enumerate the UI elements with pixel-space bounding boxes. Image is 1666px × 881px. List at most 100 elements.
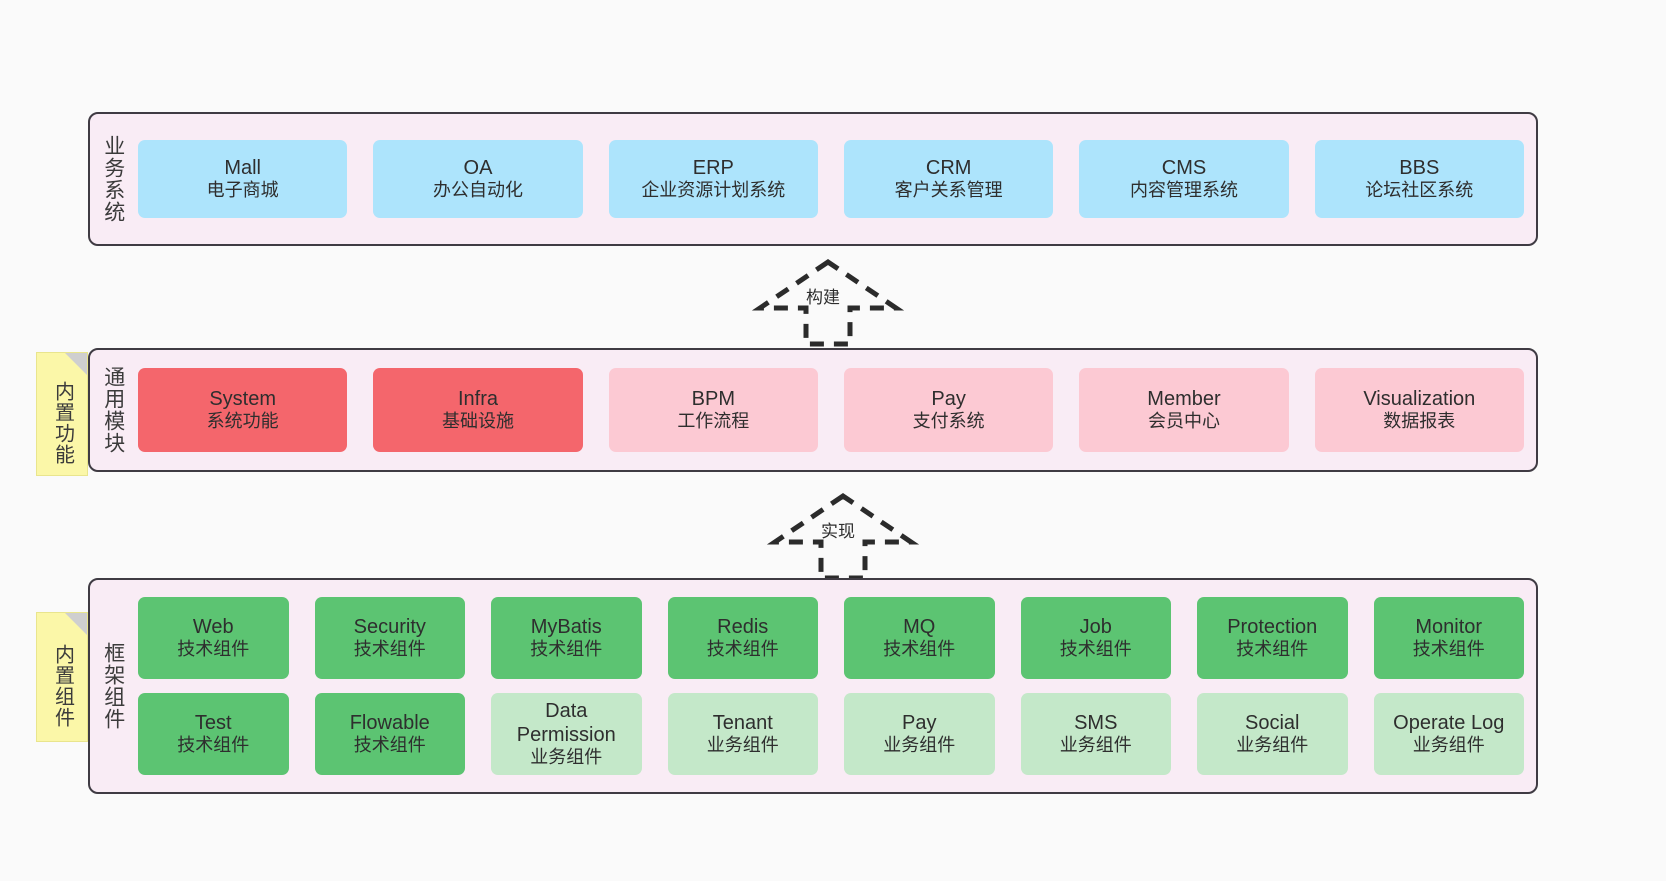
card-mybatis[interactable]: MyBatis 技术组件 [491, 597, 642, 679]
card-sms-name: SMS [1074, 711, 1118, 734]
card-social[interactable]: Social 业务组件 [1197, 693, 1348, 775]
card-member-name: Member [1147, 387, 1221, 410]
card-sms[interactable]: SMS 业务组件 [1020, 693, 1171, 775]
card-protection[interactable]: Protection 技术组件 [1197, 597, 1348, 679]
card-pay-module[interactable]: Pay 支付系统 [843, 368, 1054, 452]
layer-business-systems-body: Mall 电子商城 OA 办公自动化 ERP 企业资源计划系统 CRM 客户关系… [136, 114, 1536, 244]
card-tenant[interactable]: Tenant 业务组件 [667, 693, 818, 775]
card-data-permission-desc: 业务组件 [530, 747, 603, 768]
card-test[interactable]: Test 技术组件 [138, 693, 289, 775]
card-security[interactable]: Security 技术组件 [314, 597, 465, 679]
card-erp-name: ERP [692, 156, 734, 179]
card-infra[interactable]: Infra 基础设施 [373, 368, 583, 452]
card-flowable-desc: 技术组件 [353, 735, 426, 756]
card-job-desc: 技术组件 [1059, 639, 1132, 660]
card-visualization-desc: 数据报表 [1383, 411, 1456, 432]
card-crm-desc: 客户关系管理 [894, 180, 1003, 201]
card-crm[interactable]: CRM 客户关系管理 [843, 140, 1054, 218]
connector-build: 构建 [751, 258, 905, 347]
card-visualization[interactable]: Visualization 数据报表 [1314, 368, 1524, 452]
card-redis[interactable]: Redis 技术组件 [667, 597, 818, 679]
card-mq-name: MQ [903, 615, 936, 638]
card-social-name: Social [1245, 711, 1300, 734]
card-tenant-desc: 业务组件 [706, 735, 779, 756]
connector-implement: 实现 [766, 492, 920, 581]
card-security-name: Security [353, 615, 426, 638]
card-monitor-name: Monitor [1415, 615, 1483, 638]
card-tenant-name: Tenant [712, 711, 773, 734]
layer-framework-business-row: Test 技术组件 Flowable 技术组件 Data Permission … [138, 693, 1524, 775]
note-builtin-component: 内置组件 [36, 612, 88, 742]
card-operate-log-desc: 业务组件 [1412, 735, 1485, 756]
card-pay-component-desc: 业务组件 [883, 735, 956, 756]
card-web[interactable]: Web 技术组件 [138, 597, 289, 679]
card-security-desc: 技术组件 [353, 639, 426, 660]
card-cms-name: CMS [1161, 156, 1207, 179]
layer-common-modules-row: System 系统功能 Infra 基础设施 BPM 工作流程 Pay 支付系统… [138, 368, 1524, 452]
note-builtin-feature-label: 内置功能 [51, 381, 74, 465]
card-redis-desc: 技术组件 [706, 639, 779, 660]
card-monitor-desc: 技术组件 [1412, 639, 1485, 660]
note-builtin-component-label: 内置组件 [51, 644, 74, 728]
card-mq-desc: 技术组件 [883, 639, 956, 660]
card-system-name: System [209, 387, 276, 410]
card-infra-name: Infra [457, 387, 498, 410]
layer-framework-tech-row: Web 技术组件 Security 技术组件 MyBatis 技术组件 Redi… [138, 597, 1524, 679]
layer-business-systems-title: 业务系统 [101, 135, 125, 223]
layer-common-modules-title: 通用模块 [101, 366, 125, 454]
connector-implement-label: 实现 [821, 522, 855, 541]
card-bpm-name: BPM [691, 387, 735, 410]
layer-business-systems: 业务系统 Mall 电子商城 OA 办公自动化 ERP 企业资源计划系统 CRM… [88, 112, 1538, 246]
card-member-desc: 会员中心 [1147, 411, 1220, 432]
card-pay-component-name: Pay [902, 711, 937, 734]
card-data-permission[interactable]: Data Permission 业务组件 [491, 693, 642, 775]
card-mq[interactable]: MQ 技术组件 [844, 597, 995, 679]
card-operate-log-name: Operate Log [1393, 711, 1505, 734]
card-oa-desc: 办公自动化 [432, 180, 523, 201]
card-mybatis-desc: 技术组件 [530, 639, 603, 660]
card-erp[interactable]: ERP 企业资源计划系统 [608, 140, 818, 218]
card-data-permission-name: Data Permission [516, 699, 616, 747]
layer-framework-components-body: Web 技术组件 Security 技术组件 MyBatis 技术组件 Redi… [136, 580, 1536, 792]
connector-build-label: 构建 [806, 288, 840, 307]
card-pay-component[interactable]: Pay 业务组件 [844, 693, 995, 775]
card-social-desc: 业务组件 [1236, 735, 1309, 756]
card-mall[interactable]: Mall 电子商城 [138, 140, 348, 218]
card-mall-desc: 电子商城 [206, 180, 279, 201]
card-oa[interactable]: OA 办公自动化 [373, 140, 583, 218]
card-web-desc: 技术组件 [177, 639, 250, 660]
card-cms[interactable]: CMS 内容管理系统 [1079, 140, 1289, 218]
card-infra-desc: 基础设施 [441, 411, 514, 432]
layer-common-modules-body: System 系统功能 Infra 基础设施 BPM 工作流程 Pay 支付系统… [136, 350, 1536, 470]
card-mall-name: Mall [224, 156, 261, 179]
card-bbs-desc: 论坛社区系统 [1365, 180, 1474, 201]
card-job[interactable]: Job 技术组件 [1020, 597, 1171, 679]
card-member[interactable]: Member 会员中心 [1079, 368, 1289, 452]
card-redis-name: Redis [717, 615, 769, 638]
card-web-name: Web [192, 615, 234, 638]
card-flowable-name: Flowable [349, 711, 430, 734]
card-bpm-desc: 工作流程 [677, 411, 750, 432]
note-builtin-feature: 内置功能 [36, 352, 88, 476]
card-system[interactable]: System 系统功能 [138, 368, 348, 452]
card-protection-desc: 技术组件 [1236, 639, 1309, 660]
card-mybatis-name: MyBatis [530, 615, 602, 638]
card-test-name: Test [194, 711, 232, 734]
card-oa-name: OA [463, 156, 493, 179]
card-flowable[interactable]: Flowable 技术组件 [314, 693, 465, 775]
card-pay-module-name: Pay [931, 387, 966, 410]
card-monitor[interactable]: Monitor 技术组件 [1373, 597, 1524, 679]
card-system-desc: 系统功能 [206, 411, 279, 432]
card-bpm[interactable]: BPM 工作流程 [608, 368, 818, 452]
layer-business-systems-row: Mall 电子商城 OA 办公自动化 ERP 企业资源计划系统 CRM 客户关系… [138, 140, 1524, 218]
card-cms-desc: 内容管理系统 [1129, 180, 1238, 201]
card-erp-desc: 企业资源计划系统 [641, 180, 786, 201]
card-bbs[interactable]: BBS 论坛社区系统 [1314, 140, 1524, 218]
card-pay-module-desc: 支付系统 [912, 411, 985, 432]
card-operate-log[interactable]: Operate Log 业务组件 [1373, 693, 1524, 775]
card-sms-desc: 业务组件 [1059, 735, 1132, 756]
card-protection-name: Protection [1227, 615, 1318, 638]
card-crm-name: CRM [925, 156, 972, 179]
card-bbs-name: BBS [1399, 156, 1440, 179]
